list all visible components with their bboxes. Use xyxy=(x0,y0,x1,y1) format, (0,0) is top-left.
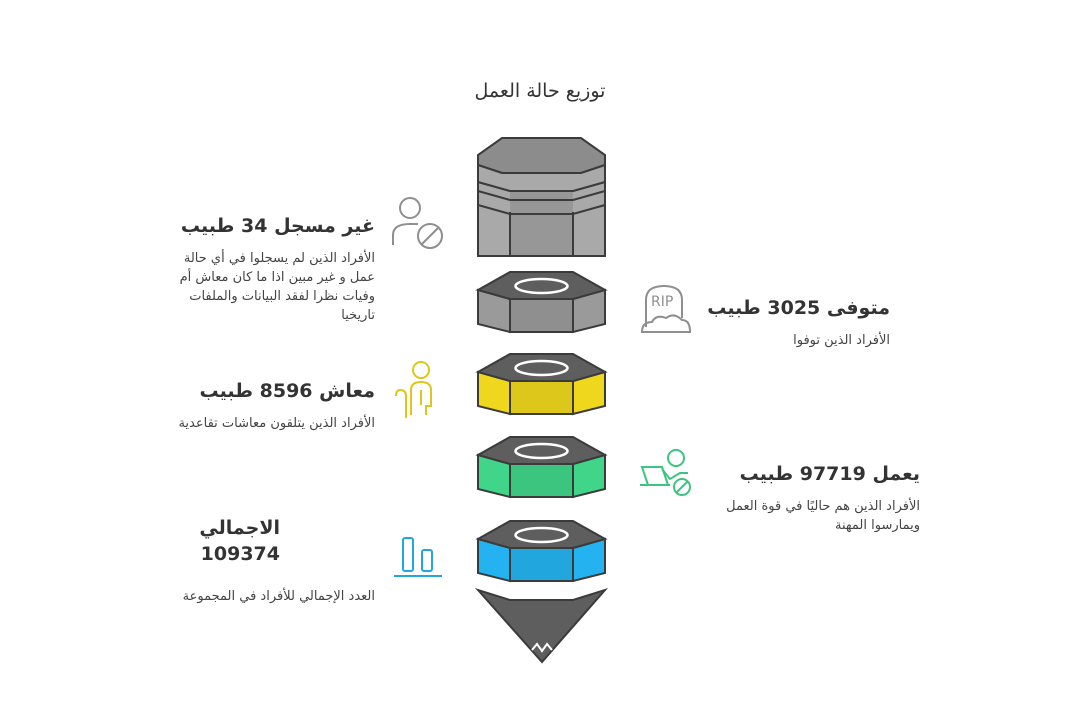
deceased-heading: متوفى 3025 طبيب xyxy=(707,297,890,319)
nut-hole xyxy=(514,277,569,295)
working-segment xyxy=(475,436,608,499)
total-description: العدد الإجمالي للأفراد في المجموعة xyxy=(182,589,375,604)
total-block: الاجمالي 109374 العدد الإجمالي للأفراد ف… xyxy=(160,515,375,606)
deceased-segment xyxy=(475,271,608,334)
unregistered-heading: غير مسجل 34 طبيب xyxy=(180,215,375,237)
nut-hole xyxy=(514,442,569,460)
total-segment xyxy=(475,520,608,583)
nut-front-face xyxy=(509,380,574,415)
nut-top-face xyxy=(475,271,608,300)
nut-top-face xyxy=(475,353,608,382)
deceased-block: متوفى 3025 طبيب الأفراد الذين توفوا xyxy=(700,295,890,350)
nut-hole xyxy=(514,526,569,544)
bar-chart-icon xyxy=(394,537,442,577)
retired-description: الأفراد الذين يتلقون معاشات تقاعدية xyxy=(178,416,375,431)
unregistered-block: غير مسجل 34 طبيب الأفراد الذين لم يسجلوا… xyxy=(160,213,375,325)
user-blocked-icon xyxy=(392,197,443,249)
nut-top-face xyxy=(475,520,608,549)
worker-laptop-icon xyxy=(640,449,691,496)
nut-hole xyxy=(514,359,569,377)
nut-front-face xyxy=(509,298,574,333)
retired-heading: معاش 8596 طبيب xyxy=(199,380,376,402)
deceased-description: الأفراد الذين توفوا xyxy=(793,333,890,348)
working-heading: يعمل 97719 طبيب xyxy=(739,463,920,485)
tombstone-icon: RIP xyxy=(640,284,692,333)
nut-top-face xyxy=(475,436,608,465)
working-description: الأفراد الذين هم حاليًا في قوة العمل ويم… xyxy=(726,499,920,533)
working-block: يعمل 97719 طبيب الأفراد الذين هم حاليًا … xyxy=(700,461,920,535)
retired-block: معاش 8596 طبيب الأفراد الذين يتلقون معاش… xyxy=(160,378,375,433)
pencil-tip-segment xyxy=(474,587,609,664)
top-cap-segment xyxy=(477,137,606,257)
retiree-cane-icon xyxy=(395,361,432,418)
nut-front-face xyxy=(509,463,574,498)
total-heading: الاجمالي 109374 xyxy=(199,517,280,565)
unregistered-description: الأفراد الذين لم يسجلوا في أي حالة عمل و… xyxy=(179,251,375,323)
retired-segment xyxy=(475,353,608,416)
nut-front-face xyxy=(509,547,574,582)
tombstone-label: RIP xyxy=(651,294,673,310)
page-title: توزيع حالة العمل xyxy=(474,80,606,102)
